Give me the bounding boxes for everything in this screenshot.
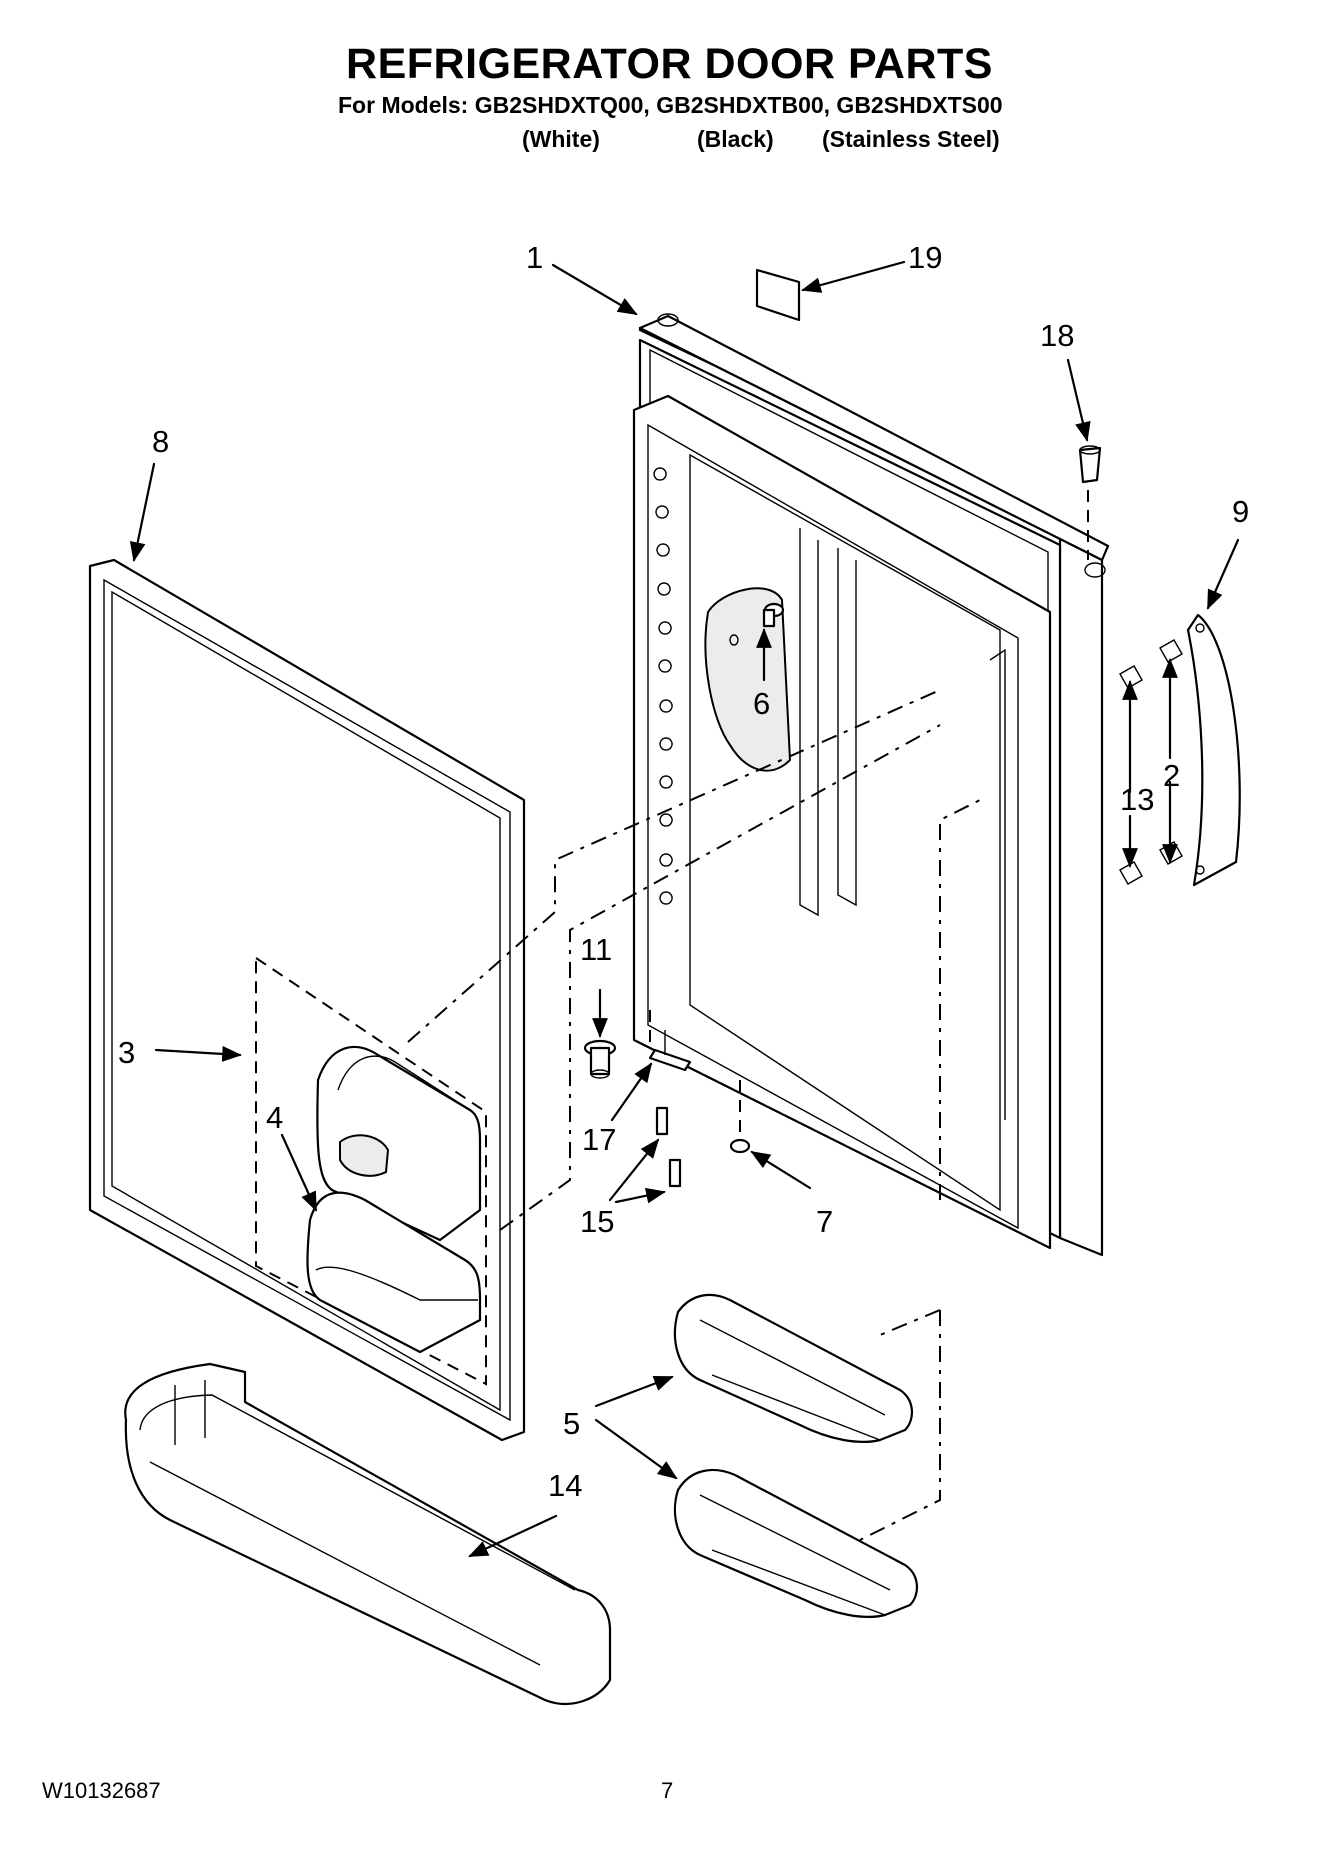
page-title: REFRIGERATOR DOOR PARTS (346, 40, 993, 88)
variant-white: (White) (522, 126, 600, 152)
callout-9: 9 (1232, 494, 1249, 529)
callout-6: 6 (753, 686, 770, 721)
callout-8: 8 (152, 424, 169, 459)
callout-5: 5 (563, 1406, 580, 1441)
part-9-door-handle (1186, 613, 1241, 887)
callout-1: 1 (526, 240, 543, 275)
callout-3: 3 (118, 1035, 135, 1070)
callout-17: 17 (582, 1122, 616, 1157)
alignment-lines (407, 490, 1089, 1541)
part-11-bushing (583, 1039, 617, 1079)
document-code: W10132687 (42, 1778, 161, 1803)
part-14-bottom-shelf (124, 1362, 612, 1705)
callout-2: 2 (1163, 758, 1180, 793)
page-number: 7 (661, 1778, 674, 1803)
part-15-screws (655, 1106, 682, 1188)
leader-arrows (129, 260, 1240, 1558)
variant-black: (Black) (697, 126, 774, 152)
part-5-door-bins (673, 1293, 918, 1618)
part-3-4-dairy-assembly (255, 957, 487, 1386)
shelf-retainer-holes (653, 467, 673, 905)
callout-14: 14 (548, 1468, 582, 1503)
callout-11: 11 (580, 932, 612, 967)
part-19-label-sticker (755, 268, 801, 322)
variant-stainless: (Stainless Steel) (822, 126, 1000, 152)
part-7-stud (729, 1138, 751, 1154)
part-17-hinge-pin (648, 1030, 692, 1072)
callout-18: 18 (1040, 318, 1074, 353)
callout-numbers: 1 19 18 9 8 6 2 13 11 3 4 17 15 7 5 14 (118, 240, 1249, 1503)
part-1-door-shell (632, 313, 1110, 1257)
part-18-plug (1078, 445, 1102, 484)
callout-13: 13 (1120, 782, 1154, 817)
models-line: For Models: GB2SHDXTQ00, GB2SHDXTB00, GB… (338, 92, 1003, 118)
callout-4: 4 (266, 1100, 283, 1135)
callout-19: 19 (908, 240, 942, 275)
callout-15: 15 (580, 1204, 614, 1239)
callout-7: 7 (816, 1204, 833, 1239)
